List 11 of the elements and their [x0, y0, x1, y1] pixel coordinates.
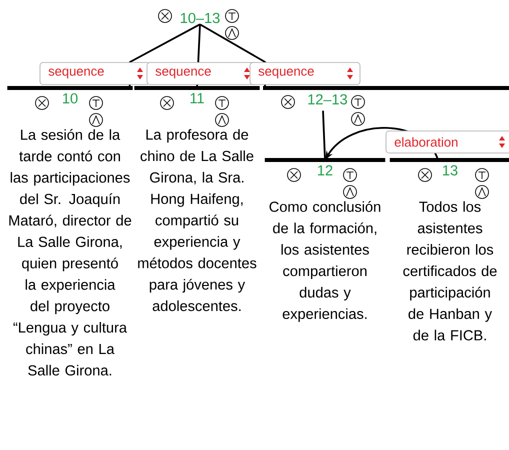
text-segment: 11 La profesora de chino de La Salle Girona, la Sra. Hong Haifeng, compartió su experiencia y métodos docentes para jóvenes y adolescentes. — [134, 86, 260, 312]
text-segment: 10 La sesión de la tarde contó con las participaciones del Sr. Joaquín Mataró, director de La Salle Girona, quien presentó la experiencia del proyecto “Lengua y cultura chinas” en La Salle Girona. — [7, 86, 133, 376]
span-segment: 12–13 — [263, 86, 509, 104]
span-label: 10–13 — [180, 12, 220, 24]
relation-dropdown: elaboration — [386, 130, 509, 154]
relation-dropdown: sequence — [146, 62, 258, 85]
connector-line — [322, 110, 326, 160]
text-segment: 12 Como conclusión de la formación, los asistentes compartieron dudas y experiencias. — [264, 158, 386, 322]
relation-dropdown: sequence — [250, 62, 360, 85]
relation-dropdown: sequence — [40, 62, 150, 85]
text-segment: 13 Todos los asistentes recibieron los certificados de participación de Hanban y de la FICB. — [390, 158, 509, 340]
